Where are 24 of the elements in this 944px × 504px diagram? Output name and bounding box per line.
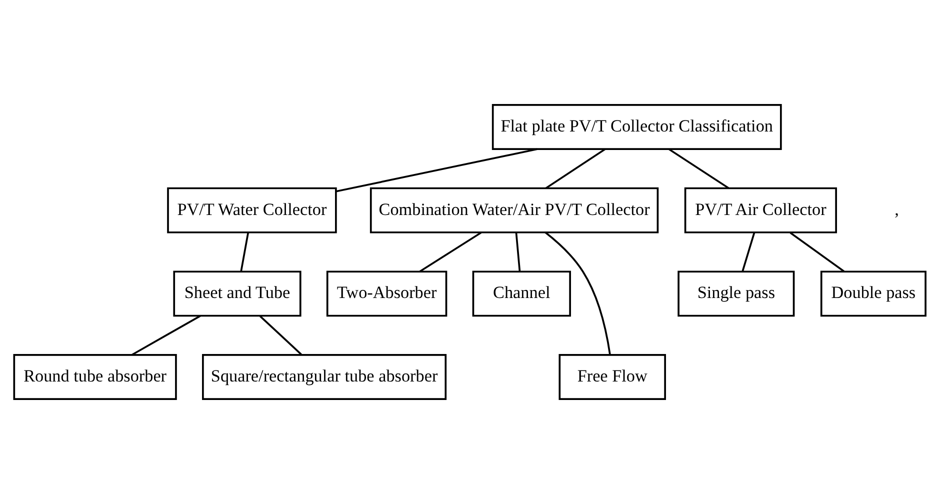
node-box: Single pass — [678, 270, 795, 317]
connector — [544, 232, 611, 355]
connector — [515, 232, 521, 272]
connector — [131, 315, 201, 356]
node-box: Free Flow — [558, 354, 666, 400]
node-box: Channel — [472, 270, 571, 317]
node-box: PV/T Water Collector — [167, 187, 337, 234]
connector — [240, 232, 250, 272]
node-box: Sheet and Tube — [173, 270, 302, 317]
node-box: Flat plate PV/T Collector Classification — [492, 104, 782, 150]
connector — [546, 148, 606, 189]
connector — [260, 315, 302, 356]
connector — [419, 232, 482, 272]
node-box: Round tube absorber — [13, 354, 177, 400]
node-box: Double pass — [820, 270, 926, 317]
label: , — [894, 200, 899, 219]
connector — [790, 232, 845, 272]
connector — [336, 148, 538, 192]
node-box: Square/rectangular tube absorber — [202, 354, 447, 400]
node-box: Two-Absorber — [326, 270, 448, 317]
node-box: Combination Water/Air PV/T Collector — [370, 187, 659, 234]
connector — [668, 148, 730, 189]
node-box: PV/T Air Collector — [684, 187, 837, 234]
connector — [742, 232, 756, 272]
